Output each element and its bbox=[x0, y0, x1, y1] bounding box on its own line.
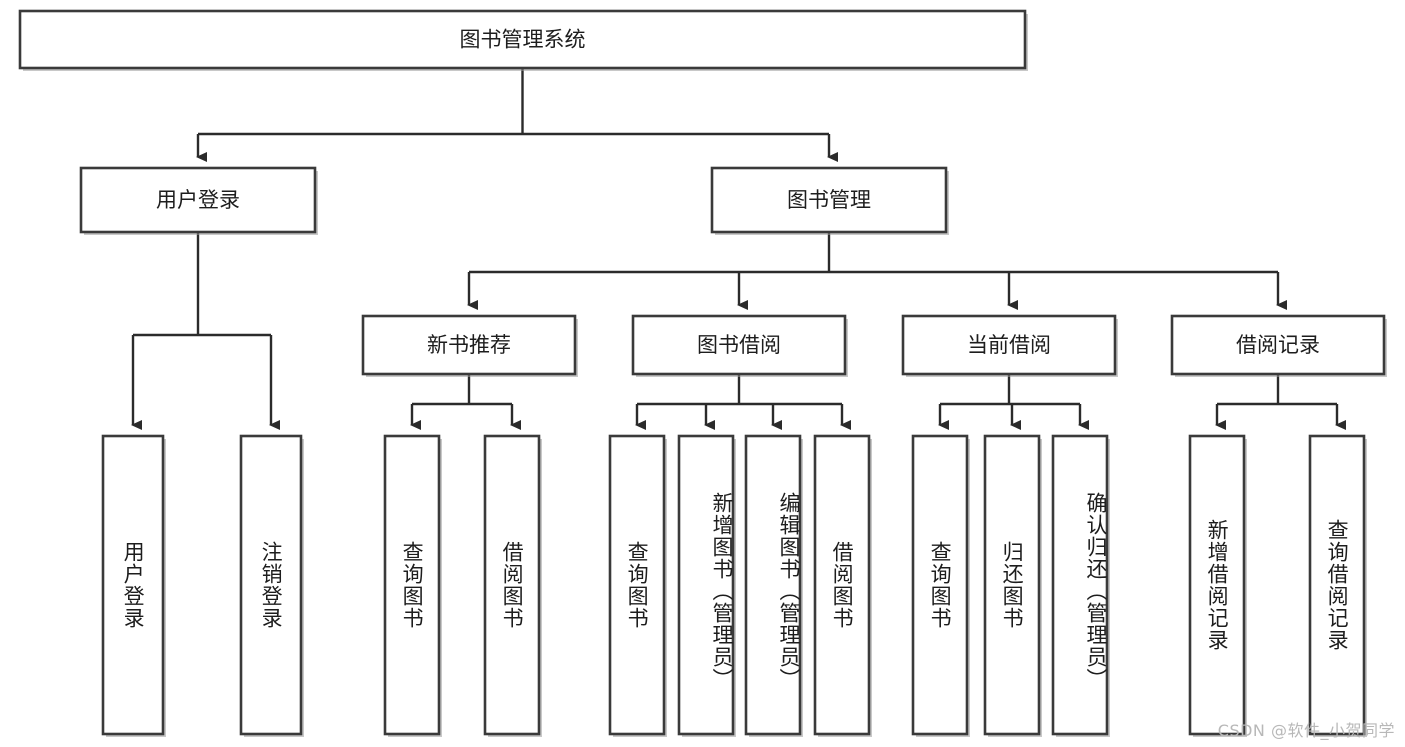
node-leaf-cur-return-book[interactable] bbox=[983, 434, 1041, 736]
node-borrow-record-label: 借阅记录 bbox=[1236, 333, 1320, 357]
node-leaf-rec-query-book[interactable] bbox=[383, 434, 441, 736]
node-book-borrow-label: 图书借阅 bbox=[697, 333, 781, 357]
node-leaf-borrow-edit-book[interactable] bbox=[744, 434, 802, 736]
node-user-login-label: 用户登录 bbox=[156, 188, 240, 212]
node-title-system bbox=[18, 9, 1027, 70]
node-new-book-rec[interactable] bbox=[361, 314, 577, 376]
node-title-system-label: 图书管理系统 bbox=[460, 28, 586, 52]
node-leaf-cur-confirm-return[interactable] bbox=[1051, 434, 1109, 736]
node-leaf-user-logout[interactable] bbox=[239, 434, 303, 736]
node-leaf-rec-borrow-book[interactable] bbox=[483, 434, 541, 736]
connector-layer bbox=[131, 68, 1346, 430]
node-current-borrow-label: 当前借阅 bbox=[967, 333, 1051, 357]
node-new-book-rec-label: 新书推荐 bbox=[427, 333, 511, 357]
node-borrow-record[interactable] bbox=[1170, 314, 1386, 376]
node-book-manage-label: 图书管理 bbox=[787, 188, 871, 212]
node-leaf-rec-query-record[interactable] bbox=[1308, 434, 1366, 736]
node-book-borrow[interactable] bbox=[631, 314, 847, 376]
node-book-manage[interactable] bbox=[710, 166, 948, 234]
node-user-login[interactable] bbox=[79, 166, 317, 234]
node-leaf-borrow-add-book[interactable] bbox=[677, 434, 735, 736]
node-leaf-rec-add-record[interactable] bbox=[1188, 434, 1246, 736]
node-leaf-borrow-query-book[interactable] bbox=[608, 434, 666, 736]
node-current-borrow[interactable] bbox=[901, 314, 1117, 376]
node-box-layer bbox=[18, 9, 1387, 737]
node-leaf-user-login[interactable] bbox=[101, 434, 165, 736]
node-leaf-cur-query-book[interactable] bbox=[911, 434, 969, 736]
node-leaf-borrow-lend-book[interactable] bbox=[813, 434, 871, 736]
